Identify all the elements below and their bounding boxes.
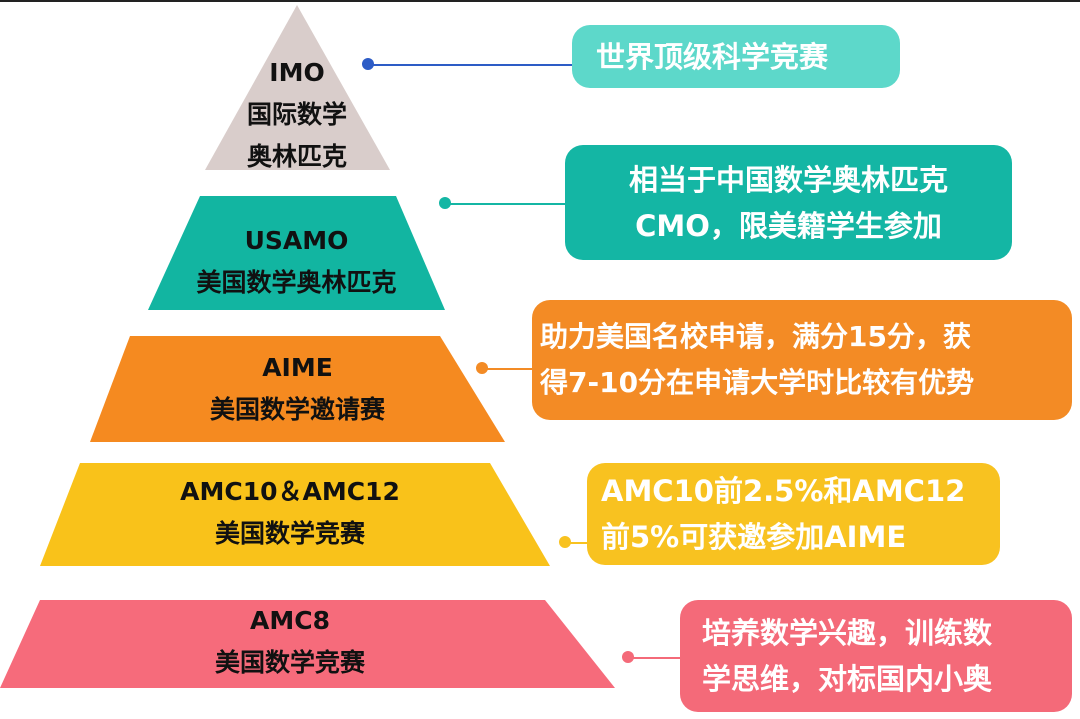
connector-dot: [362, 58, 374, 70]
note-line: 得7-10分在申请大学时比较有优势: [540, 366, 975, 399]
note-usamo: 相当于中国数学奥林匹克 CMO，限美籍学生参加: [565, 145, 1012, 260]
level-subtitle: 美国数学竞赛: [214, 648, 365, 677]
level-subtitle: 国际数学: [246, 100, 347, 129]
pyramid-level-imo: [205, 5, 390, 170]
connector-line: [445, 203, 567, 205]
connector-dot: [476, 362, 488, 374]
note-aime: 助力美国名校申请，满分15分，获 得7-10分在申请大学时比较有优势: [532, 300, 1072, 420]
note-line: 相当于中国数学奥林匹克: [628, 162, 948, 197]
level-label-amc10-12: AMC10＆AMC12 美国数学竞赛: [40, 471, 540, 555]
connector-dot: [622, 651, 634, 663]
connector-dot: [439, 197, 451, 209]
note-line: 学思维，对标国内小奥: [702, 662, 993, 696]
note-line: 前5%可获邀参加AIME: [601, 520, 907, 554]
note-line: 培养数学兴趣，训练数: [702, 616, 993, 650]
connector-line: [565, 542, 589, 544]
level-label-imo: IMO 国际数学 奥林匹克: [217, 52, 377, 178]
level-label-usamo: USAMO 美国数学奥林匹克: [148, 220, 445, 304]
level-subtitle: 美国数学竞赛: [214, 519, 365, 548]
level-title: USAMO: [244, 226, 349, 255]
pyramid-level-amc10-12: [40, 463, 550, 566]
note-amc8: 培养数学兴趣，训练数 学思维，对标国内小奥: [680, 600, 1072, 712]
level-label-amc8: AMC8 美国数学竞赛: [40, 600, 540, 684]
level-title: AIME: [262, 353, 333, 382]
level-label-aime: AIME 美国数学邀请赛: [90, 347, 505, 431]
connector-line: [482, 368, 534, 370]
pyramid-level-usamo: [148, 196, 445, 310]
level-subtitle: 美国数学邀请赛: [209, 395, 385, 424]
note-line: AMC10前2.5%和AMC12: [601, 474, 966, 508]
connector-dot: [559, 536, 571, 548]
note-imo: 世界顶级科学竞赛: [572, 25, 900, 88]
level-title: AMC8: [250, 606, 330, 635]
note-line: 世界顶级科学竞赛: [596, 39, 829, 74]
note-line: CMO，限美籍学生参加: [635, 208, 942, 243]
top-border: [0, 0, 1080, 2]
pyramid-level-aime: [90, 336, 505, 442]
pyramid-level-amc8: [0, 600, 615, 688]
note-line: 助力美国名校申请，满分15分，获: [540, 320, 971, 353]
level-subtitle: 奥林匹克: [246, 142, 347, 171]
level-title: AMC10＆AMC12: [180, 477, 400, 506]
note-amc10-12: AMC10前2.5%和AMC12 前5%可获邀参加AIME: [587, 463, 1000, 565]
level-subtitle: 美国数学奥林匹克: [196, 268, 397, 297]
connector-line: [628, 657, 682, 659]
level-title: IMO: [269, 58, 325, 87]
connector-line: [368, 64, 573, 66]
